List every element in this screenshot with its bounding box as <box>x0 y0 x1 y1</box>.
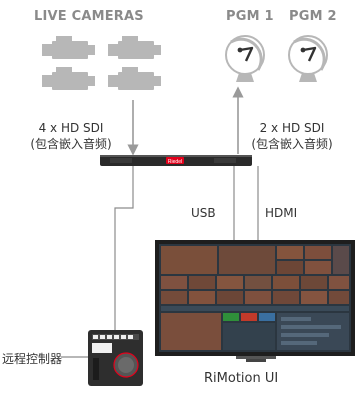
output-link-label: 2 x HD SDI (包含嵌入音频) <box>226 120 358 152</box>
pgm2-title: PGM 2 <box>289 9 337 24</box>
live-cameras-title: LIVE CAMERAS <box>34 9 144 24</box>
server-logo-text: Riedel <box>168 159 182 165</box>
output-line1: 2 x HD SDI <box>259 121 325 135</box>
output-line2: (包含嵌入音频) <box>251 137 333 151</box>
camera-icon-2 <box>108 36 161 59</box>
monitor <box>155 240 355 362</box>
satellite-dish-icon-2 <box>288 35 328 82</box>
camera-icon-4 <box>108 67 161 90</box>
remote-controller <box>88 330 143 386</box>
ui-label: RiMotion UI <box>204 371 279 386</box>
input-line2: (包含嵌入音频) <box>30 137 112 151</box>
hdmi-label: HDMI <box>265 206 298 220</box>
server-logo-badge <box>166 157 184 164</box>
satellite-dish-icon-1 <box>225 35 265 82</box>
camera-icon-3 <box>42 67 95 90</box>
usb-label: USB <box>191 206 216 220</box>
pgm1-title: PGM 1 <box>226 9 274 24</box>
remote-line <box>114 166 134 330</box>
server-unit: Riedel <box>100 155 252 166</box>
input-line1: 4 x HD SDI <box>38 121 104 135</box>
camera-icon-1 <box>42 36 95 59</box>
remote-controller-label: 远程控制器 <box>2 352 63 366</box>
input-link-label: 4 x HD SDI (包含嵌入音频) <box>4 120 138 152</box>
monitor-video-grid <box>161 246 349 350</box>
